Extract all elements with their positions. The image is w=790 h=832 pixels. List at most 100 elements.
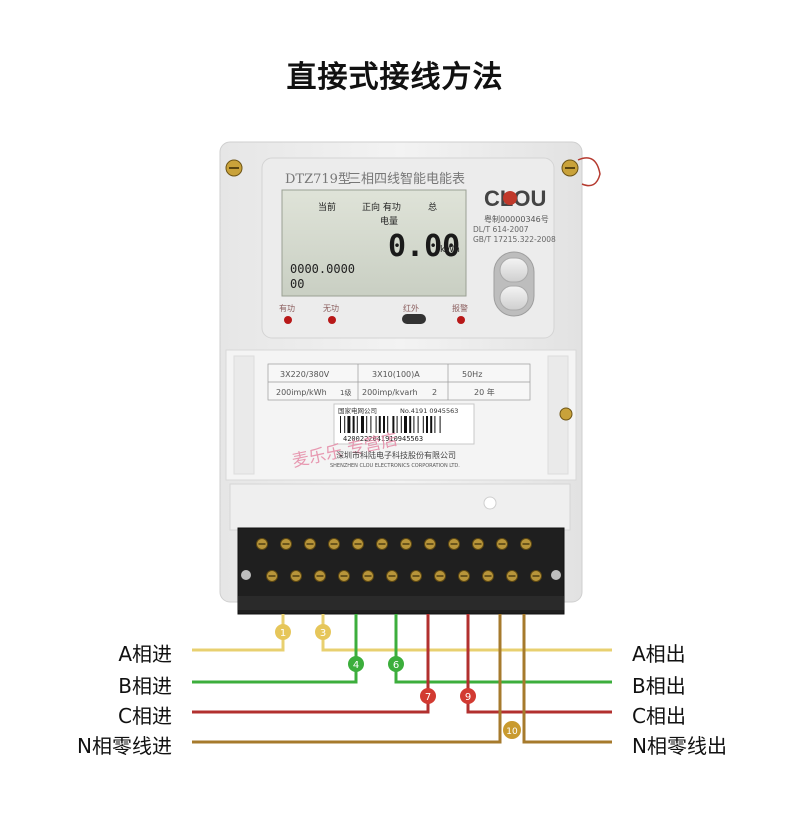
barcode-bar bbox=[347, 416, 351, 433]
indicator-alarm-led bbox=[457, 316, 465, 324]
barcode-bar bbox=[387, 416, 389, 433]
meter-name: 三相四线智能电能表 bbox=[348, 172, 465, 187]
terminal-badge-9-label: 9 bbox=[465, 692, 471, 703]
label-n-in: N相零线进 bbox=[77, 734, 172, 758]
barcode-bar bbox=[340, 416, 341, 433]
wire-c-in bbox=[192, 614, 430, 714]
wire-c-out bbox=[466, 614, 612, 714]
manufacturer-en: SHENZHEN CLOU ELECTRONICS CORPORATION LT… bbox=[330, 463, 460, 469]
spec-table: 3X220/380V 3X10(100)A 50Hz 200imp/kWh 1级… bbox=[267, 363, 531, 401]
barcode-number: 4200222041910945563 bbox=[343, 435, 423, 443]
indicator-row: 有功 无功 红外 报警 bbox=[279, 303, 468, 324]
seal-wire bbox=[577, 157, 601, 187]
standard-1: DL/T 614-2007 bbox=[473, 225, 529, 234]
terminal-badge-10 bbox=[503, 721, 521, 739]
spec-const-active: 200imp/kWh bbox=[276, 388, 327, 397]
terminal-badge-4 bbox=[348, 656, 364, 672]
terminal-badge-7-label: 7 bbox=[425, 692, 431, 703]
indicator-reactive-label: 无功 bbox=[323, 303, 339, 313]
side-screw bbox=[559, 407, 573, 421]
wires bbox=[192, 614, 612, 744]
page-button[interactable] bbox=[493, 251, 535, 317]
label-a-out: A相出 bbox=[632, 642, 686, 666]
barcode-bar bbox=[404, 416, 407, 433]
barcode-bar bbox=[383, 416, 385, 433]
wire-a-in bbox=[192, 614, 285, 652]
barcode-bar bbox=[352, 416, 355, 433]
terminal-badge-1-label: 1 bbox=[280, 628, 286, 639]
wire-n-in bbox=[192, 614, 502, 744]
spec-const-reactive: 200imp/kvarh bbox=[362, 388, 418, 397]
terminal-badges: 1 3 4 6 7 9 10 bbox=[275, 624, 521, 739]
barcode-bar bbox=[413, 416, 415, 433]
barcode-bar bbox=[370, 416, 372, 433]
terminal-block bbox=[237, 527, 565, 615]
barcode-bar bbox=[356, 416, 358, 433]
manufacturer-cn: 深圳市科陆电子科技股份有限公司 bbox=[336, 450, 456, 460]
standard-2: GB/T 17215.322-2008 bbox=[473, 235, 556, 244]
barcode-bar bbox=[422, 416, 424, 433]
terminal-screws bbox=[256, 538, 542, 582]
indicator-reactive-led bbox=[328, 316, 336, 324]
barcode-bar bbox=[430, 416, 433, 433]
label-a-in: A相进 bbox=[118, 642, 172, 666]
lcd-total: 总 bbox=[428, 201, 437, 213]
lcd-forward-active: 正向 有功 bbox=[362, 201, 401, 213]
label-c-out: C相出 bbox=[632, 704, 686, 728]
barcode-bar bbox=[375, 416, 377, 433]
terminal-badge-7 bbox=[420, 688, 436, 704]
terminal-badge-4-label: 4 bbox=[353, 660, 359, 671]
barcode-bar bbox=[361, 416, 364, 433]
terminal-badge-3 bbox=[315, 624, 331, 640]
terminal-badge-6-label: 6 bbox=[393, 660, 399, 671]
spec-voltage: 3X220/380V bbox=[280, 370, 330, 379]
barcode-bar bbox=[409, 416, 412, 433]
cert-number: 粤制00000346号 bbox=[484, 214, 549, 224]
lcd-row1: 0000.0000 bbox=[290, 262, 355, 276]
terminal-badge-10-label: 10 bbox=[506, 727, 518, 737]
meter-model: DTZ719型 bbox=[285, 172, 351, 187]
barcode-bar bbox=[392, 416, 395, 433]
label-b-out: B相出 bbox=[632, 674, 686, 698]
terminal-badge-9 bbox=[460, 688, 476, 704]
brand-logo: CLOU bbox=[484, 186, 546, 211]
barcode-bar bbox=[344, 416, 346, 433]
spec-current: 3X10(100)A bbox=[372, 370, 420, 379]
terminal-badge-1 bbox=[275, 624, 291, 640]
spec-class-reactive: 2 bbox=[432, 388, 437, 397]
spec-frequency: 50Hz bbox=[462, 370, 482, 379]
barcode-bar bbox=[396, 416, 398, 433]
wire-b-out bbox=[394, 614, 612, 684]
indicator-alarm-label: 报警 bbox=[452, 303, 468, 313]
nameplate-cover: 3X220/380V 3X10(100)A 50Hz 200imp/kWh 1级… bbox=[225, 349, 577, 481]
serial-number: No.4191 0945563 bbox=[400, 407, 458, 415]
barcode-bar bbox=[439, 416, 441, 433]
lcd-unit: kWh bbox=[440, 245, 460, 255]
lcd-display: 当前 正向 有功 总 电量 0.00 kWh 0000.0000 00 bbox=[281, 189, 467, 297]
indicator-infrared-label: 红外 bbox=[403, 303, 419, 313]
barcode-bar bbox=[417, 416, 419, 433]
barcode-bar bbox=[378, 416, 381, 433]
meter-faceplate: DTZ719型 三相四线智能电能表 CLOU 粤制00000346号 DL/T … bbox=[261, 157, 556, 339]
spec-class-active: 1级 bbox=[340, 388, 351, 397]
lcd-energy-label: 电量 bbox=[380, 215, 398, 227]
barcode-bar bbox=[366, 416, 368, 433]
infrared-port bbox=[402, 314, 426, 324]
barcode-bar bbox=[426, 416, 428, 433]
grid-company: 国家电网公司 bbox=[338, 406, 377, 415]
page-title: 直接式接线方法 bbox=[286, 60, 504, 95]
label-b-in: B相进 bbox=[118, 674, 172, 698]
barcode-bar bbox=[434, 416, 436, 433]
wire-b-in bbox=[192, 614, 358, 684]
lcd-row2: 00 bbox=[290, 277, 304, 291]
barcode bbox=[340, 416, 441, 433]
indicator-active-label: 有功 bbox=[279, 303, 295, 313]
terminal-badge-6 bbox=[388, 656, 404, 672]
wire-n-out bbox=[522, 614, 612, 744]
barcode-label: 国家电网公司 No.4191 0945563 42002220419109455… bbox=[333, 403, 475, 445]
label-c-in: C相进 bbox=[118, 704, 172, 728]
label-n-out: N相零线出 bbox=[632, 734, 727, 758]
indicator-active-led bbox=[284, 316, 292, 324]
lcd-current: 当前 bbox=[318, 201, 336, 213]
